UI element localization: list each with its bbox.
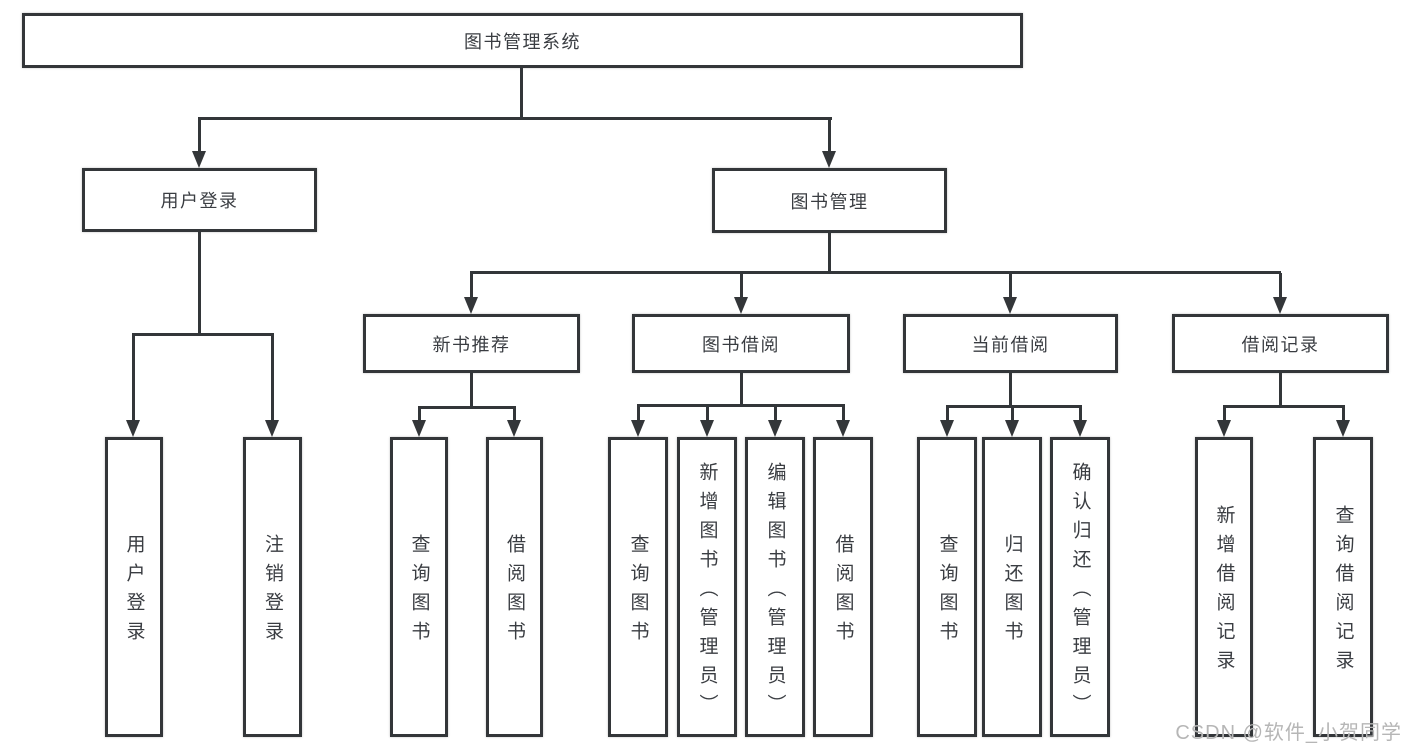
arrow-down-icon [126, 420, 140, 437]
leaf-label: 新增图书（管理员） [696, 461, 718, 723]
connector-line [946, 407, 949, 422]
node-root-library-system: 图书管理系统 [22, 13, 1023, 68]
csdn-watermark: CSDN @软件_小贺同学 [1175, 722, 1402, 744]
leaf-borrow-query-books: 查询图书 [608, 437, 668, 737]
leaf-recommend-query-books: 查询图书 [390, 437, 448, 737]
arrow-down-icon [1217, 420, 1231, 437]
arrow-down-icon [1003, 297, 1017, 314]
connector-line [946, 405, 1082, 408]
leaf-borrow-add-books-admin: 新增图书（管理员） [677, 437, 737, 737]
connector-line [418, 408, 421, 422]
leaf-label: 借阅图书 [832, 534, 854, 650]
connector-line [828, 233, 831, 274]
leaf-label: 编辑图书（管理员） [764, 461, 786, 723]
leaf-label: 借阅图书 [504, 534, 525, 650]
leaf-label: 查询图书 [408, 534, 430, 650]
connector-line [198, 232, 201, 336]
node-borrowing-records: 借阅记录 [1172, 314, 1389, 373]
leaf-label: 查询图书 [936, 534, 958, 650]
connector-line [740, 373, 743, 407]
connector-line [1342, 407, 1345, 422]
connector-line [1279, 273, 1282, 298]
arrow-down-icon [265, 420, 279, 437]
arrow-down-icon [836, 420, 850, 437]
leaf-records-query-record: 查询借阅记录 [1313, 437, 1373, 737]
arrow-down-icon [1073, 420, 1087, 437]
arrow-down-icon [1273, 297, 1287, 314]
leaf-user-login: 用户登录 [105, 437, 163, 737]
arrow-down-icon [464, 297, 478, 314]
leaf-label: 确认归还（管理员） [1069, 461, 1091, 723]
leaf-borrow-borrow-books: 借阅图书 [813, 437, 873, 737]
leaf-label: 注销登录 [262, 534, 283, 650]
leaf-label: 新增借阅记录 [1213, 505, 1235, 679]
connector-line [774, 406, 777, 422]
connector-line [637, 404, 845, 407]
connector-line [418, 406, 516, 409]
connector-line [132, 333, 274, 336]
node-book-management: 图书管理 [712, 168, 947, 233]
leaf-records-add-record: 新增借阅记录 [1195, 437, 1253, 737]
connector-line [842, 406, 845, 422]
connector-line [637, 406, 640, 422]
connector-line [1009, 373, 1012, 408]
connector-line [828, 119, 831, 153]
connector-line [520, 68, 523, 120]
connector-line [740, 273, 743, 298]
node-user-login: 用户登录 [82, 168, 317, 232]
arrow-down-icon [768, 420, 782, 437]
connector-line [706, 406, 709, 422]
connector-line [470, 271, 1281, 274]
arrow-down-icon [412, 420, 426, 437]
arrow-down-icon [507, 420, 521, 437]
node-current-borrowing: 当前借阅 [903, 314, 1118, 373]
connector-line [470, 373, 473, 409]
connector-line [1223, 405, 1345, 408]
connector-line [132, 335, 135, 421]
arrow-down-icon [1005, 420, 1019, 437]
connector-line [1009, 273, 1012, 298]
connector-line [1011, 407, 1014, 422]
arrow-down-icon [822, 151, 836, 168]
connector-line [470, 273, 473, 298]
node-new-book-recommend: 新书推荐 [363, 314, 580, 373]
leaf-borrow-edit-books-admin: 编辑图书（管理员） [745, 437, 805, 737]
arrow-down-icon [700, 420, 714, 437]
arrow-down-icon [1336, 420, 1350, 437]
arrow-down-icon [734, 297, 748, 314]
connector-line [1079, 407, 1082, 422]
arrow-down-icon [940, 420, 954, 437]
connector-line [1279, 373, 1282, 408]
connector-line [198, 119, 201, 153]
connector-line [513, 408, 516, 422]
connector-line [1223, 407, 1226, 422]
arrow-down-icon [192, 151, 206, 168]
connector-line [198, 117, 832, 120]
leaf-current-confirm-return-admin: 确认归还（管理员） [1050, 437, 1110, 737]
leaf-logout: 注销登录 [243, 437, 302, 737]
leaf-label: 归还图书 [1001, 534, 1023, 650]
arrow-down-icon [631, 420, 645, 437]
leaf-label: 查询图书 [627, 534, 649, 650]
leaf-recommend-borrow-books: 借阅图书 [486, 437, 543, 737]
node-book-borrowing: 图书借阅 [632, 314, 850, 373]
leaf-current-query-books: 查询图书 [917, 437, 977, 737]
leaf-current-return-books: 归还图书 [982, 437, 1042, 737]
connector-line [271, 335, 274, 421]
leaf-label: 查询借阅记录 [1332, 505, 1354, 679]
leaf-label: 用户登录 [123, 534, 145, 650]
